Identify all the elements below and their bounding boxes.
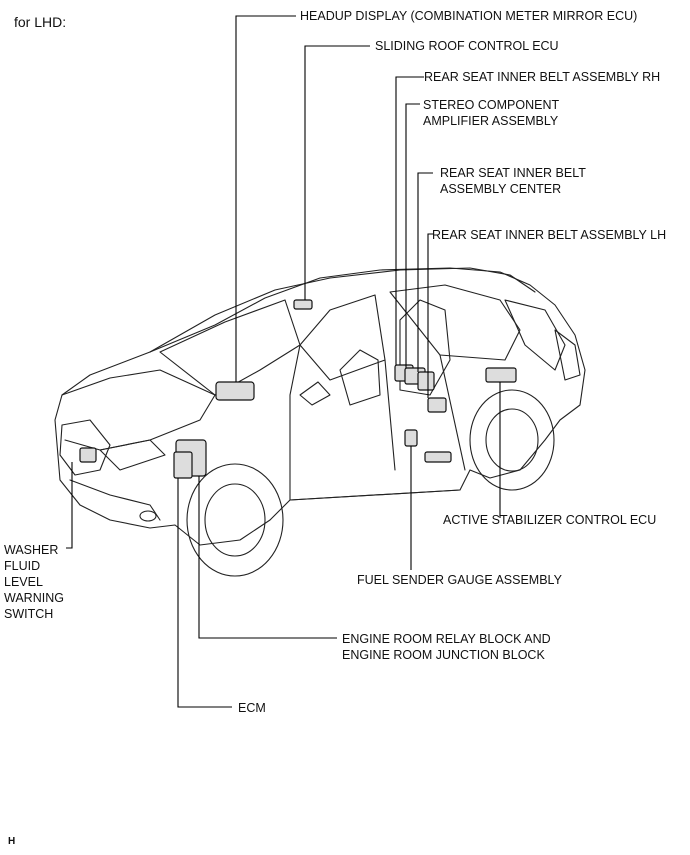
side-mirror <box>299 381 331 406</box>
hood-line <box>61 369 216 451</box>
leader-ecm <box>177 478 232 708</box>
leader-rh <box>395 76 424 365</box>
tail-light <box>554 329 581 381</box>
hud-unit <box>215 381 255 401</box>
floor-unit <box>424 451 452 463</box>
callout-sliding-roof-ecu: SLIDING ROOF CONTROL ECU <box>375 39 559 53</box>
headlight <box>99 439 166 471</box>
fuel-sender-unit <box>404 429 418 447</box>
callout-headup-display: HEADUP DISPLAY (COMBINATION METER MIRROR… <box>300 9 638 23</box>
footer-mark: H <box>8 836 16 847</box>
callout-ecm: ECM <box>238 701 266 715</box>
callout-relay-junction-block: ENGINE ROOM RELAY BLOCK AND ENGINE ROOM … <box>342 632 551 662</box>
leader-center <box>417 172 433 372</box>
rear-seats <box>399 299 451 396</box>
front-door-line <box>289 344 301 501</box>
callout-washer-switch: WASHER FLUID LEVEL WARNING SWITCH <box>4 543 64 621</box>
rear-side-window <box>389 284 521 361</box>
car-body-outline <box>54 267 586 546</box>
active-stabilizer-unit <box>485 367 517 383</box>
leader-hud <box>235 15 296 382</box>
windshield <box>159 299 301 396</box>
leader-lh <box>427 233 434 398</box>
rocker-panel <box>289 489 461 501</box>
washer-unit <box>79 447 97 463</box>
roof-line <box>149 267 536 353</box>
belt-lh-unit <box>427 397 447 413</box>
rear-wheel-rim <box>485 408 539 472</box>
region-label: for LHD: <box>14 14 67 30</box>
rear-wheel <box>469 389 555 491</box>
leader-washer <box>66 462 73 549</box>
ecm-unit <box>173 451 193 479</box>
callout-active-stabilizer-ecu: ACTIVE STABILIZER CONTROL ECU <box>443 513 657 527</box>
leader-stereo <box>405 103 420 368</box>
rear-door-line <box>384 354 466 471</box>
callout-belt-center: REAR SEAT INNER BELT ASSEMBLY CENTER <box>440 166 586 196</box>
leader-roof <box>304 45 370 300</box>
front-side-window <box>299 294 386 381</box>
roof-ecu <box>293 299 313 310</box>
belt-center-unit <box>417 371 435 391</box>
front-wheel <box>186 463 284 577</box>
front-wheel-rim <box>204 483 266 557</box>
callout-fuel-sender: FUEL SENDER GAUGE ASSEMBLY <box>357 573 562 587</box>
callout-stereo-amplifier: STEREO COMPONENT AMPLIFIER ASSEMBLY <box>423 98 560 128</box>
front-seat <box>339 349 381 406</box>
callout-belt-lh: REAR SEAT INNER BELT ASSEMBLY LH <box>432 228 667 242</box>
fog-lamp <box>139 510 157 522</box>
callout-belt-rh: REAR SEAT INNER BELT ASSEMBLY RH <box>424 70 661 84</box>
bumper <box>69 479 161 521</box>
leader-relay <box>198 476 337 639</box>
grille <box>59 419 111 476</box>
